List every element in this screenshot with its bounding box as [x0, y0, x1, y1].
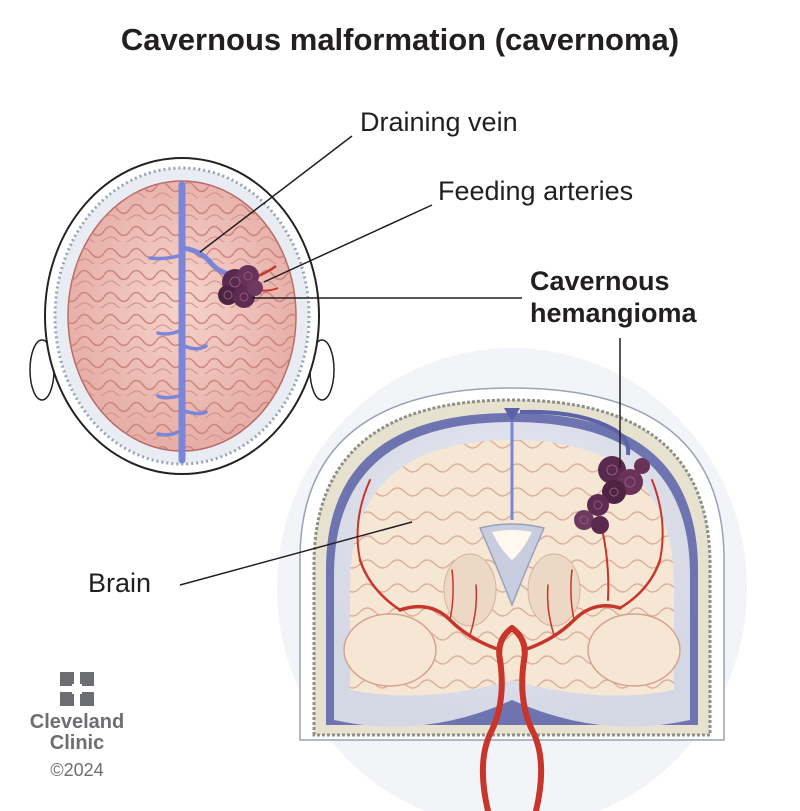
hemangioma-top-view	[218, 265, 263, 308]
draining-vein-section	[519, 409, 631, 456]
left-basal-ganglia	[443, 553, 497, 627]
cleveland-clinic-logo: Cleveland Clinic ©2024	[22, 672, 132, 781]
feeding-arteries-label: Feeding arteries	[438, 176, 634, 206]
coronal-section	[277, 348, 747, 811]
right-temporal-lobe	[587, 613, 681, 687]
cortical-veins	[148, 253, 208, 437]
lateral-ventricles	[478, 523, 546, 608]
left-temporal-lobe	[343, 613, 437, 687]
feeding-artery-top	[257, 264, 277, 278]
top-view-head	[29, 157, 335, 475]
copyright-text: ©2024	[50, 760, 104, 780]
cerebral-arteries	[356, 479, 664, 811]
hemangioma-section	[574, 456, 650, 534]
page-title: Cavernous malformation (cavernoma)	[120, 22, 680, 57]
right-basal-ganglia	[527, 553, 581, 627]
cavernous-hemangioma-label-line1: Cavernous	[530, 266, 670, 296]
brain-leader	[179, 521, 413, 586]
logo-name-line1: Cleveland	[29, 711, 125, 733]
leader-lines	[179, 135, 621, 586]
draining-vein-leader	[199, 135, 353, 253]
cavernous-hemangioma-label-line2: hemangioma	[530, 298, 697, 328]
draining-vein-label: Draining vein	[360, 107, 518, 137]
brain-label: Brain	[88, 568, 152, 598]
logo-name-line2: Clinic	[49, 732, 105, 754]
draining-vein-top	[179, 245, 235, 278]
cleveland-clinic-mark-icon	[60, 672, 94, 706]
feeding-arteries-leader	[263, 204, 433, 283]
